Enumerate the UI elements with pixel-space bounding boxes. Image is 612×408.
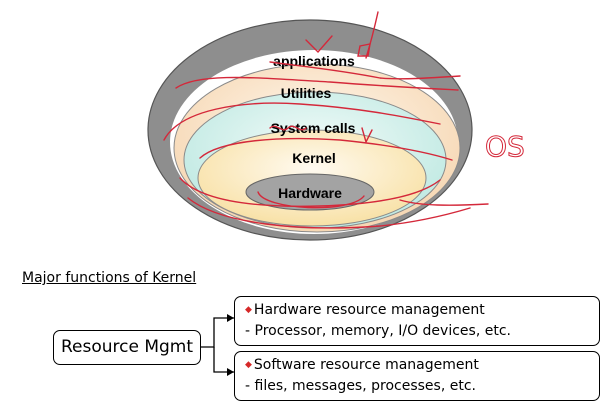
applications-label: applications	[273, 53, 355, 69]
utilities-label: Utilities	[281, 85, 332, 101]
hardware-heading-line: ◆Hardware resource management	[245, 300, 599, 321]
software-heading-line: ◆Software resource management	[245, 355, 599, 376]
resource-mgmt-box: Resource Mgmt	[53, 330, 201, 365]
diamond-bullet-icon: ◆	[245, 360, 252, 370]
hardware-detail: - Processor, memory, I/O devices, etc.	[245, 323, 511, 339]
software-detail: - files, messages, processes, etc.	[245, 378, 476, 394]
hardware-heading: Hardware resource management	[253, 302, 485, 318]
hardware-management-box: ◆Hardware resource management - Processo…	[234, 296, 600, 346]
os-layer-diagram: applications Utilities System calls Kern…	[147, 11, 525, 241]
software-heading: Software resource management	[253, 357, 479, 373]
system-calls-label: System calls	[271, 120, 356, 136]
handwritten-annotations	[163, 11, 489, 229]
kernel-label: Kernel	[292, 150, 336, 166]
os-annotation: OS	[485, 130, 525, 163]
software-management-box: ◆Software resource management - files, m…	[234, 351, 600, 401]
section-title: Major functions of Kernel	[22, 270, 197, 286]
hardware-label: Hardware	[278, 185, 342, 201]
hardware-core	[245, 173, 375, 211]
diamond-bullet-icon: ◆	[245, 305, 252, 315]
